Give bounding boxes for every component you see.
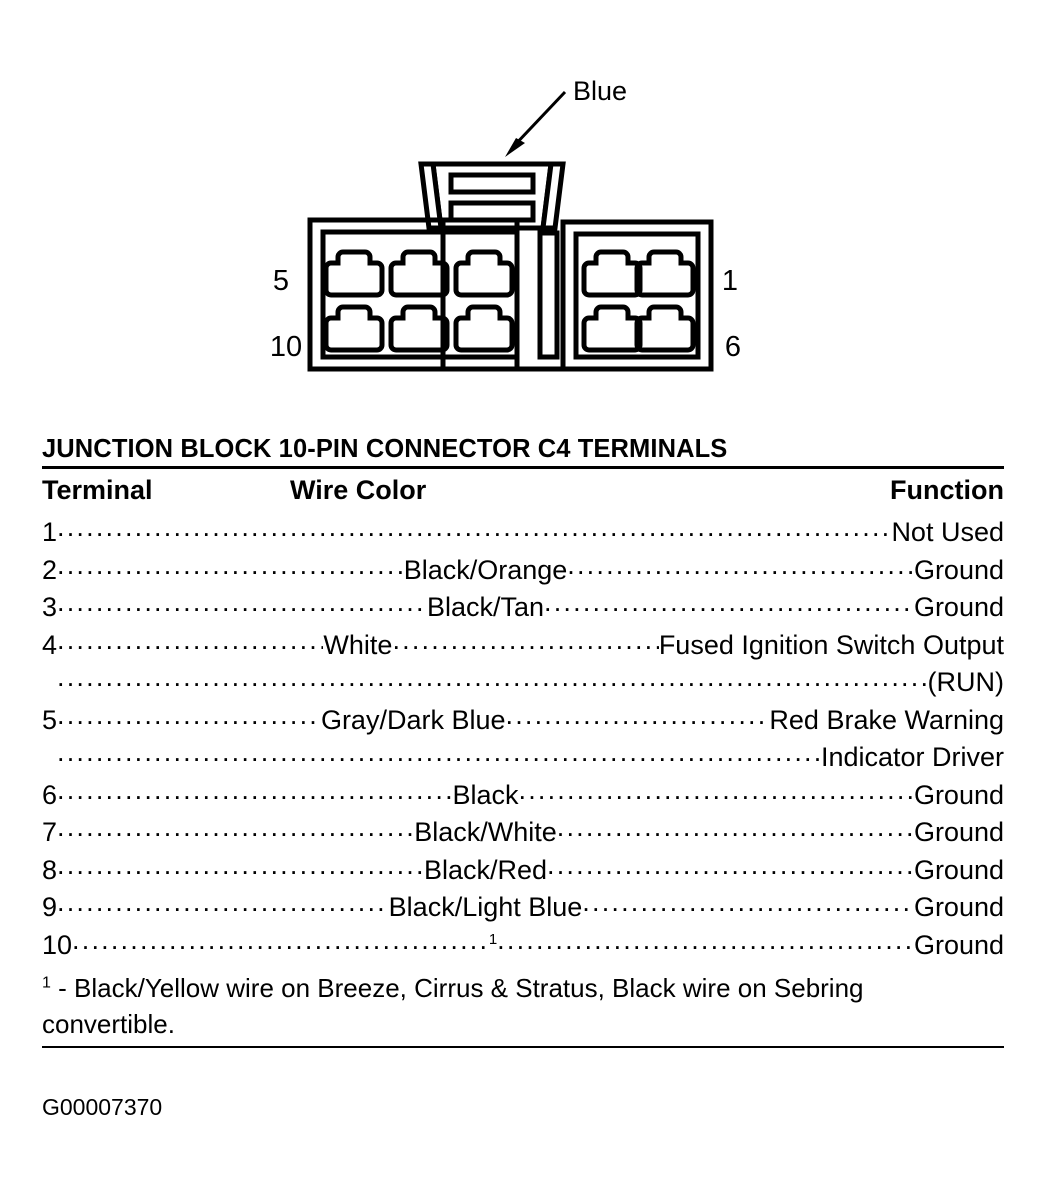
leader-dots (544, 589, 914, 616)
terminal-number: 3 (42, 592, 58, 622)
terminal-number: 8 (42, 854, 58, 885)
function-text: Ground (913, 854, 1004, 885)
leader-dots (57, 627, 323, 654)
function-text: Red Brake Warning (769, 704, 1004, 735)
leader-dots (557, 814, 914, 841)
wire-color: Black/Red (423, 854, 548, 885)
leader-dots (57, 702, 321, 729)
footnote-marker: 1 (42, 974, 51, 992)
table-row: 5 Gray/Dark Blue Red Brake Warning (42, 702, 1004, 740)
leader-dots (519, 777, 914, 804)
table-top-rule (42, 466, 1004, 469)
table-bottom-rule (42, 1046, 1004, 1048)
leader-dots (57, 777, 452, 804)
figure-id: G00007370 (42, 1094, 163, 1120)
column-header-terminal: Terminal (42, 475, 153, 505)
callout-arrow (505, 90, 567, 157)
leader-dots (57, 664, 927, 691)
leader-dots (497, 927, 914, 954)
column-header-wire-color: Wire Color (290, 475, 427, 505)
function-text: Ground (913, 554, 1004, 585)
terminal-number: 7 (42, 817, 58, 847)
footnote-text: - Black/Yellow wire on Breeze, Cirrus & … (42, 973, 864, 1039)
table-row: 10 1 Ground (42, 927, 1004, 965)
table-row: 3 Black/Tan Ground (42, 589, 1004, 627)
leader-dots (57, 589, 427, 616)
wire-color: White (323, 629, 393, 660)
function-text-continued: (RUN) (927, 667, 1004, 697)
table-row: 6 Black Ground (42, 777, 1004, 815)
connector-latch (418, 161, 566, 231)
terminal-number: 9 (42, 892, 58, 922)
callout-label-blue: Blue (573, 76, 627, 106)
table-header-row: Terminal Wire Color Function (42, 469, 1004, 514)
terminal-number: 2 (42, 554, 58, 585)
pin-label-1: 1 (722, 265, 738, 297)
wire-color: Black/Orange (403, 554, 568, 585)
function-text: Not Used (891, 517, 1004, 547)
terminal-number: 10 (42, 929, 73, 960)
left-cavities (323, 249, 515, 353)
leader-dots (57, 852, 424, 879)
leader-dots (547, 852, 914, 879)
leader-dots (392, 627, 658, 654)
leader-dots (582, 889, 914, 916)
function-text: Ground (913, 929, 1004, 960)
function-text: Ground (913, 779, 1004, 810)
wire-color: Black (452, 779, 519, 810)
table-row: 8 Black/Red Ground (42, 852, 1004, 890)
table-row: 7 Black/White Ground (42, 814, 1004, 852)
leader-dots (57, 889, 389, 916)
wire-color-footnote-marker: 1 (488, 930, 498, 948)
function-text: Ground (913, 817, 1004, 847)
wire-color: Black/Light Blue (388, 892, 583, 922)
leader-dots (72, 927, 489, 954)
terminal-number: 6 (42, 779, 58, 810)
terminal-number: 1 (42, 517, 58, 547)
table-row: 9 Black/Light Blue Ground (42, 889, 1004, 927)
terminals-table: JUNCTION BLOCK 10-PIN CONNECTOR C4 TERMI… (42, 432, 1004, 1048)
pin-label-5: 5 (273, 265, 289, 297)
leader-dots (567, 552, 914, 579)
table-row: 1 Not Used (42, 514, 1004, 552)
wire-color: Gray/Dark Blue (320, 704, 506, 735)
wire-color: Black/White (414, 817, 557, 847)
connector-figure: Blue 5 10 1 6 (0, 0, 1045, 420)
table-title: JUNCTION BLOCK 10-PIN CONNECTOR C4 TERMI… (42, 435, 728, 463)
pin-label-10: 10 (270, 331, 302, 363)
table-row: 4 White Fused Ignition Switch Output (42, 627, 1004, 665)
leader-dots (57, 552, 404, 579)
leader-dots (506, 702, 770, 729)
connector-right-block (310, 219, 714, 372)
function-text: Ground (913, 892, 1004, 922)
table-row: 2 Black/Orange Ground (42, 552, 1004, 590)
leader-dots (57, 814, 414, 841)
connector-divider-rib (537, 230, 560, 360)
table-footnote: 1 - Black/Yellow wire on Breeze, Cirrus … (42, 964, 972, 1046)
right-cavities (581, 249, 696, 353)
function-text-continued: Indicator Driver (820, 742, 1004, 772)
function-text: Fused Ignition Switch Output (658, 629, 1004, 660)
leader-dots (57, 739, 821, 766)
leader-dots (57, 514, 891, 541)
wire-color: Black/Tan (426, 592, 545, 622)
terminal-number: 4 (42, 629, 58, 660)
pin-label-6: 6 (725, 331, 741, 363)
terminal-number: 5 (42, 704, 58, 735)
table-row-continuation: 4 (RUN) (42, 664, 1004, 702)
function-text: Ground (913, 592, 1004, 622)
table-row-continuation: 5 Indicator Driver (42, 739, 1004, 777)
column-header-function: Function (890, 475, 1004, 505)
